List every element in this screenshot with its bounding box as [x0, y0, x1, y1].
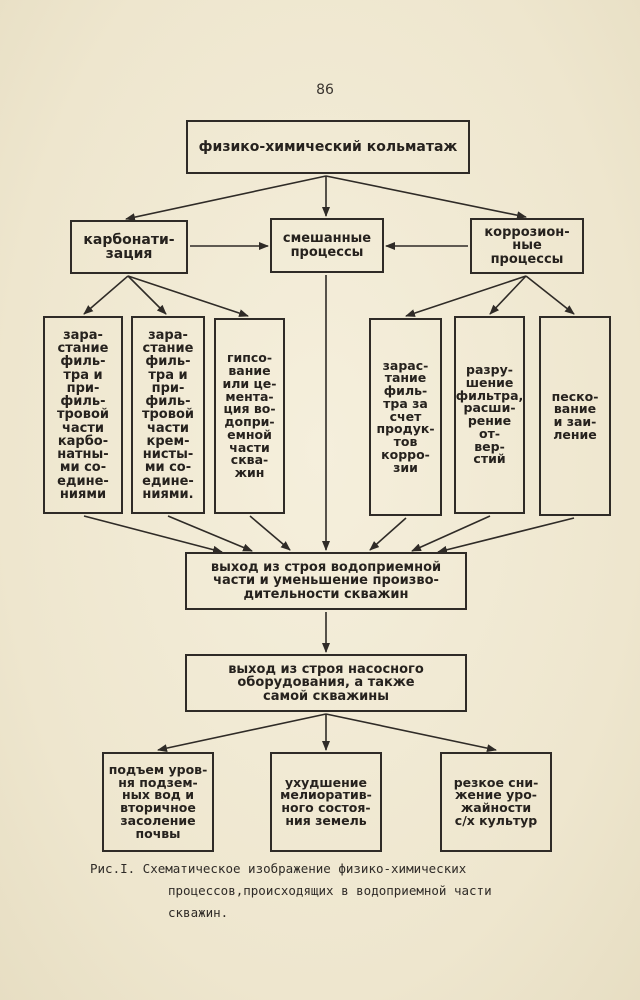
- node-corrosion-processes: коррозион- ные процессы: [470, 218, 584, 274]
- node-label: резкое сни- жение уро- жайности с/х куль…: [453, 774, 539, 828]
- arrow-carbonation-to-c1: [83, 275, 129, 315]
- node-label: зара- стание филь- тра и при- филь- тров…: [56, 327, 110, 502]
- node-label: гипсо- вание или це- мента- ция во- допр…: [222, 350, 277, 480]
- node-pump-failure: выход из строя насосного оборудования, а…: [185, 654, 467, 712]
- caption-line: процессов,происходящих в водоприемной ча…: [168, 883, 492, 898]
- arrow-c6-to-out1: [437, 517, 575, 554]
- node-siliceous-overgrowth: зара- стание филь- тра и при- филь- тров…: [131, 316, 205, 514]
- arrow-corrosion-to-c5: [489, 275, 527, 315]
- node-carbonate-overgrowth: зара- стание филь- тра и при- филь- тров…: [43, 316, 123, 514]
- page-number: 86: [316, 82, 334, 98]
- arrow-c2-to-out1: [167, 515, 253, 552]
- arrow-c4-to-out1: [369, 517, 407, 551]
- arrow-out2-to-r3: [325, 713, 497, 753]
- node-label: смешанные процессы: [282, 231, 372, 260]
- node-intake-failure: выход из строя водоприемной части и умен…: [185, 552, 467, 610]
- node-label: зара- стание филь- тра и при- филь- тров…: [141, 327, 195, 502]
- arrow-out2-to-r1: [157, 713, 327, 753]
- node-groundwater-rise: подъем уров- ня подзем- ных вод и вторич…: [102, 752, 214, 852]
- caption-line: Рис.I. Схематическое изображение физико-…: [90, 861, 467, 876]
- arrow-top-to-carbonation: [125, 175, 327, 222]
- node-carbonation: карбонати- зация: [70, 220, 188, 274]
- node-gypsum-cementation: гипсо- вание или це- мента- ция во- допр…: [214, 318, 285, 514]
- node-label: ухудшение мелиоратив- ного состоя- ния з…: [280, 774, 372, 828]
- node-physico-chemical-colmatage: физико-химический кольматаж: [186, 120, 470, 174]
- node-label: подъем уров- ня подзем- ных вод и вторич…: [108, 761, 208, 841]
- node-sanding-silting: песко- вание и заи- ление: [539, 316, 611, 516]
- node-corrosion-overgrowth: зарас- тание филь- тра за счет продук- т…: [369, 318, 442, 516]
- node-label: выход из строя водоприемной части и умен…: [210, 560, 442, 602]
- node-label: выход из строя насосного оборудования, а…: [228, 662, 424, 704]
- node-label: зарас- тание филь- тра за счет продук- т…: [376, 357, 435, 475]
- arrow-carbonation-to-c3: [127, 275, 249, 317]
- node-mixed-processes: смешанные процессы: [270, 218, 384, 273]
- arrow-c3-to-out1: [249, 515, 291, 551]
- node-label: разру- шение фильтра, расши- рение от- в…: [455, 362, 524, 467]
- arrow-corrosion-to-c6: [525, 275, 575, 315]
- arrow-c1-to-out1: [83, 515, 223, 554]
- arrow-c5-to-out1: [411, 515, 491, 552]
- caption-line: скважин.: [168, 905, 229, 920]
- arrow-carbonation-to-c2: [127, 275, 167, 315]
- node-label: песко- вание и заи- ление: [551, 388, 599, 442]
- node-land-degradation: ухудшение мелиоратив- ного состоя- ния з…: [270, 752, 382, 852]
- node-label: физико-химический кольматаж: [198, 138, 458, 155]
- arrow-corrosion-to-c4: [405, 275, 527, 317]
- node-filter-destruction: разру- шение фильтра, расши- рение от- в…: [454, 316, 525, 514]
- figure-caption: Рис.I. Схематическое изображение физико-…: [90, 858, 590, 924]
- node-label: карбонати- зация: [83, 231, 175, 262]
- node-yield-decrease: резкое сни- жение уро- жайности с/х куль…: [440, 752, 552, 852]
- node-label: коррозион- ные процессы: [484, 225, 570, 267]
- arrow-top-to-corrosion: [325, 175, 527, 220]
